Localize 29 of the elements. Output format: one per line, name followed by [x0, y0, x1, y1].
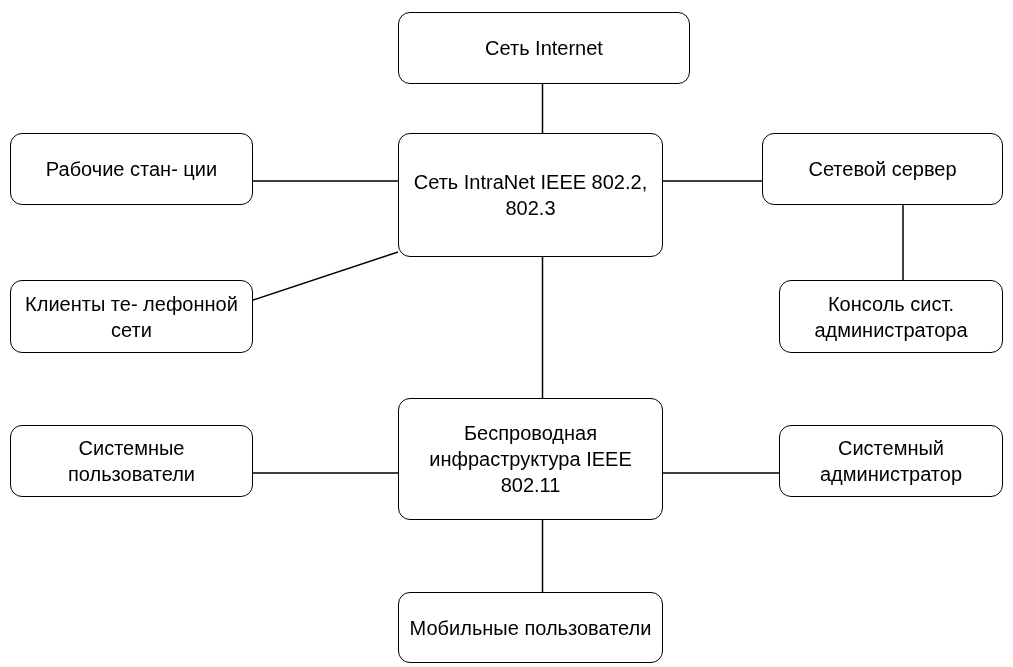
rounded-box — [10, 425, 253, 497]
rounded-box — [10, 280, 253, 353]
node-label: Беспроводная инфраструктура IEEE 802.11 — [428, 421, 633, 498]
node-label: Мобильные пользователи — [409, 615, 652, 641]
connector-line — [541, 256, 544, 399]
rounded-box — [398, 592, 663, 663]
connector-line — [252, 251, 399, 301]
connector-line — [902, 204, 904, 281]
node-label: Сетевой сервер — [808, 157, 957, 182]
node-label: Клиенты те- лефонной сети — [24, 291, 239, 343]
connector-line — [662, 472, 780, 474]
connector-line — [541, 519, 544, 593]
rounded-box — [398, 398, 663, 520]
rounded-box — [10, 133, 253, 205]
connector-line — [252, 472, 399, 474]
node-label: Консоль сист. администратора — [813, 291, 969, 343]
rounded-box — [779, 280, 1003, 353]
rounded-box — [398, 133, 663, 257]
rounded-box — [779, 425, 1003, 497]
connector-line — [541, 83, 544, 134]
connector-line — [252, 180, 399, 182]
rounded-box — [762, 133, 1003, 205]
node-label: Сеть IntraNet IEEE 802.2, 802.3 — [412, 170, 649, 221]
connector-line — [662, 180, 763, 182]
node-label: Системные пользователи — [67, 436, 196, 487]
node-label: Сеть Internet — [485, 36, 603, 61]
rounded-box — [398, 12, 690, 84]
node-label: Рабочие стан- ции — [45, 157, 218, 182]
node-label: Системный администратор — [818, 436, 964, 487]
